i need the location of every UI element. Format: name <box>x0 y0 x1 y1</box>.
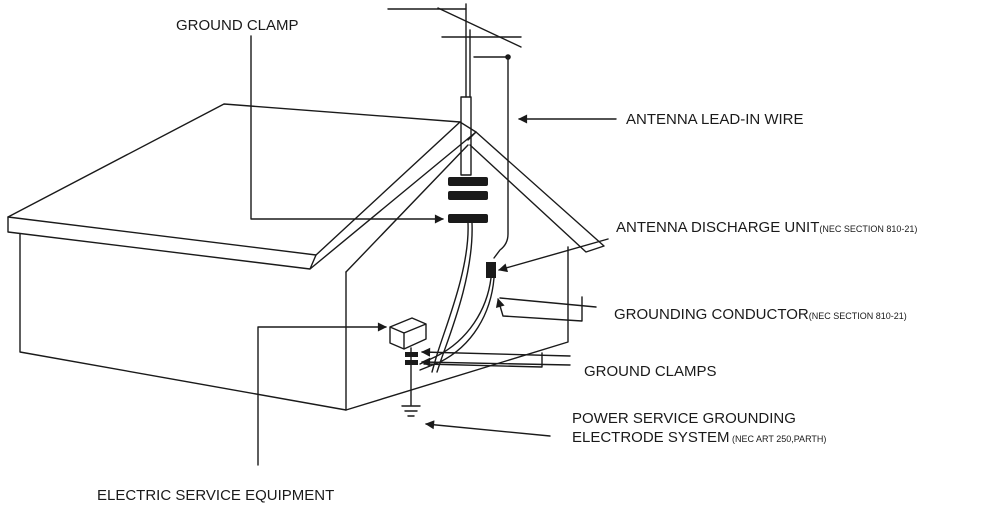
ground-clamp-2 <box>405 360 418 365</box>
discharge-grounding-conductor <box>419 277 492 365</box>
label-ground-clamps: GROUND CLAMPS <box>584 363 717 380</box>
house-front-wall <box>345 144 569 411</box>
house-end-wall <box>19 233 347 411</box>
ground-clamp-1 <box>405 352 418 357</box>
label-power-service-line2-main: ELECTRODE SYSTEM <box>572 429 730 446</box>
label-grounding-conductor-ref: (NEC SECTION 810-21) <box>809 311 907 321</box>
ground-clamps-pointer-upper <box>421 347 571 357</box>
label-grounding-conductor: GROUNDING CONDUCTOR(NEC SECTION 810-21) <box>614 306 907 323</box>
mast-ground-conductor <box>431 222 469 373</box>
labels: GROUND CLAMP ANTENNA LEAD-IN WIRE ANTENN… <box>97 17 917 504</box>
label-power-service-ref: (NEC ART 250,PARTH) <box>730 434 827 444</box>
label-power-service-line1: POWER SERVICE GROUNDING <box>572 410 796 427</box>
label-ground-clamp: GROUND CLAMP <box>176 17 299 34</box>
label-antenna-discharge-unit-ref: (NEC SECTION 810-21) <box>819 224 917 234</box>
roof-right-rake <box>459 121 605 253</box>
label-antenna-discharge-unit-main: ANTENNA DISCHARGE UNIT <box>616 219 819 236</box>
antenna-diagonal-element <box>437 7 522 48</box>
mast-clamp-upper <box>448 177 488 186</box>
antenna-discharge-unit <box>486 262 496 278</box>
callout-pointers <box>250 35 617 466</box>
grounding-conductor-pointer-shape <box>495 296 583 322</box>
electric-service-equipment-pointer <box>257 322 387 466</box>
mast-ground-conductor-shadow <box>436 222 473 373</box>
ground-clamps-pointer-lower <box>421 357 571 367</box>
mast-ground-clamp <box>448 214 488 223</box>
lead-in-wire <box>493 56 509 259</box>
roof-left-fascia <box>7 131 477 270</box>
label-antenna-discharge-unit: ANTENNA DISCHARGE UNIT(NEC SECTION 810-2… <box>616 219 917 236</box>
discharge-unit-pointer <box>498 238 609 273</box>
mast-clamp-middle <box>448 191 488 200</box>
roof-left-face <box>7 103 461 256</box>
antenna <box>387 3 522 223</box>
ground-clamps-pointer-shape <box>423 352 543 368</box>
house <box>7 103 605 411</box>
label-antenna-lead-in-wire: ANTENNA LEAD-IN WIRE <box>626 111 804 128</box>
mast-pipe <box>460 96 472 176</box>
label-electric-service-equipment: ELECTRIC SERVICE EQUIPMENT <box>97 487 334 504</box>
discharge-grounding-conductor-shadow <box>419 277 495 371</box>
electrode-system-pointer <box>425 420 551 437</box>
label-power-service-line2: ELECTRODE SYSTEM (NEC ART 250,PARTH) <box>572 429 826 446</box>
wiring <box>389 56 509 417</box>
ground-clamp-pointer <box>250 35 444 224</box>
grounding-conductor-pointer <box>499 297 597 308</box>
label-grounding-conductor-main: GROUNDING CONDUCTOR <box>614 306 809 323</box>
electric-service-box <box>389 317 427 350</box>
